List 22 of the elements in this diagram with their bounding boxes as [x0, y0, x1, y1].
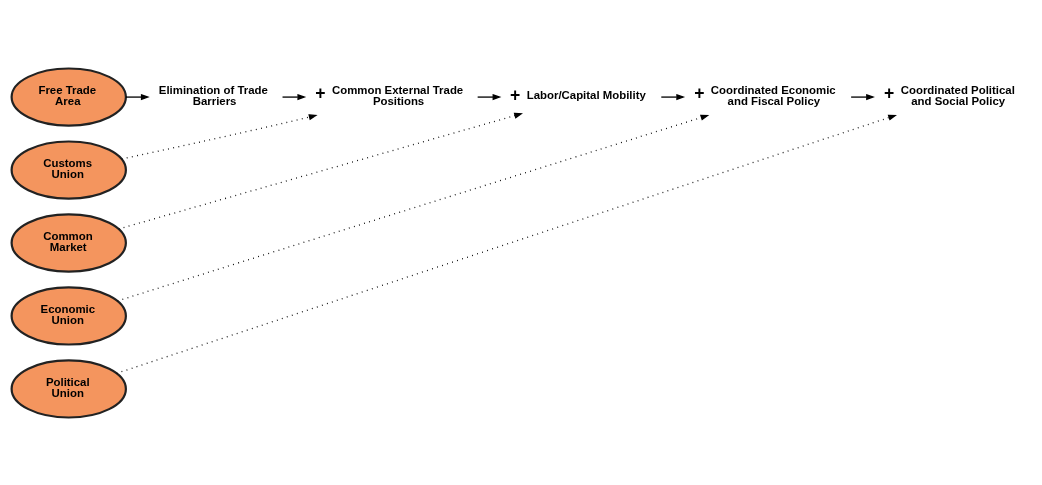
- node-label: +: [315, 82, 326, 103]
- node-ellipse: Free Trade Area: [10, 66, 127, 127]
- node-text: Coordinated Economic and Fiscal Policy: [710, 83, 836, 107]
- arrow: [125, 93, 150, 100]
- arrow: [116, 114, 897, 374]
- node-ellipse: Economic Union: [10, 285, 127, 346]
- node-ellipse: Common Market: [10, 212, 127, 273]
- arrow: [477, 93, 502, 100]
- node-text: Labor/Capital Mobility: [526, 88, 646, 101]
- arrow: [121, 113, 318, 160]
- node-label: +: [510, 84, 521, 105]
- arrow: [116, 114, 710, 302]
- node-text: Elimination of Trade Barriers: [158, 83, 268, 107]
- arrow: [850, 93, 875, 100]
- node-ellipse: Customs Union: [10, 139, 127, 200]
- node-label: +: [884, 82, 895, 103]
- arrow: [660, 93, 686, 100]
- node-text: Coordinated Political and Social Policy: [900, 83, 1015, 107]
- node-ellipse: Political Union: [10, 358, 127, 419]
- node-label: +: [694, 82, 705, 103]
- arrow: [281, 93, 307, 100]
- node-text: Common External Trade Positions: [332, 83, 464, 107]
